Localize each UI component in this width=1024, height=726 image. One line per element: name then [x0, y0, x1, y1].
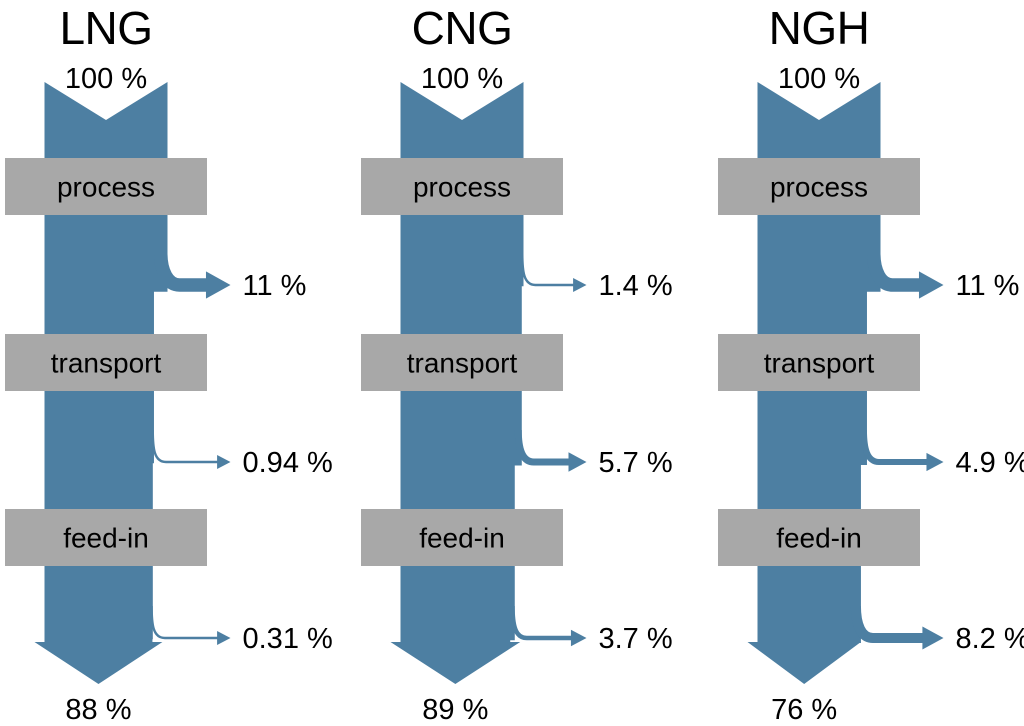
- loss-branch-ngh-process: 11 %: [866, 252, 1020, 302]
- loss-arrow-head-icon: [568, 452, 587, 472]
- stage-box-lng-feed-in: [5, 509, 207, 566]
- stage-label: feed-in: [776, 523, 862, 554]
- loss-branch-lng-process: 11 %: [153, 252, 307, 302]
- column-title: LNG: [59, 2, 152, 54]
- loss-arrow-shaft: [514, 429, 570, 466]
- loss-arrow-shaft: [151, 429, 219, 464]
- loss-arrow-head-icon: [570, 629, 587, 647]
- loss-branch-lng-feed-in: 0.31 %: [150, 605, 333, 655]
- loss-percent-label: 3.7 %: [599, 623, 673, 655]
- stage-label: transport: [764, 348, 875, 379]
- stage-label: process: [770, 172, 868, 203]
- loss-branch-cng-transport: 5.7 %: [514, 429, 673, 479]
- stage-box-ngh-transport: [718, 334, 920, 391]
- loss-arrow-shaft: [150, 605, 219, 640]
- loss-branch-cng-feed-in: 3.7 %: [510, 605, 673, 655]
- output-percent-label: 76 %: [771, 694, 837, 726]
- loss-arrow-shaft: [510, 605, 572, 641]
- loss-percent-label: 5.7 %: [599, 447, 673, 479]
- stage-label: transport: [407, 348, 518, 379]
- stage-label: process: [57, 172, 155, 203]
- loss-percent-label: 1.4 %: [599, 270, 673, 302]
- loss-arrow-head-icon: [922, 626, 944, 650]
- stage-label: feed-in: [419, 523, 505, 554]
- loss-arrow-head-icon: [918, 271, 944, 299]
- input-percent-label: 100 %: [65, 63, 147, 95]
- stage-box-cng-process: [361, 158, 563, 215]
- loss-arrow-head-icon: [217, 631, 231, 645]
- stage-label: feed-in: [63, 523, 149, 554]
- panel-lng: 11 % 0.94 % 0.31 % process transport feed-in L…: [5, 2, 333, 726]
- stage-box-ngh-feed-in: [718, 509, 920, 566]
- stage-box-lng-transport: [5, 334, 207, 391]
- column-title: CNG: [412, 2, 513, 54]
- stage-label: process: [413, 172, 511, 203]
- loss-branch-cng-process: 1.4 %: [521, 252, 673, 302]
- panel-cng: 1.4 % 5.7 % 3.7 % process transport feed-in CN…: [361, 2, 673, 726]
- loss-arrow-head-icon: [573, 278, 587, 292]
- loss-branch-ngh-transport: 4.9 %: [860, 429, 1024, 479]
- loss-arrow-shaft: [860, 429, 928, 466]
- loss-percent-label: 8.2 %: [956, 623, 1024, 655]
- loss-arrow-shaft: [850, 605, 924, 644]
- stage-box-cng-transport: [361, 334, 563, 391]
- input-percent-label: 100 %: [421, 63, 503, 95]
- loss-arrow-shaft: [521, 252, 575, 287]
- output-percent-label: 89 %: [422, 694, 488, 726]
- loss-arrow-head-icon: [926, 452, 944, 472]
- loss-percent-label: 0.31 %: [243, 623, 333, 655]
- loss-branch-lng-transport: 0.94 %: [151, 429, 333, 479]
- loss-percent-label: 11 %: [956, 270, 1020, 302]
- loss-percent-label: 4.9 %: [956, 447, 1024, 479]
- loss-percent-label: 0.94 %: [243, 447, 333, 479]
- loss-arrow-shaft: [153, 252, 207, 292]
- stage-box-lng-process: [5, 158, 207, 215]
- input-percent-label: 100 %: [778, 63, 860, 95]
- output-percent-label: 88 %: [65, 694, 131, 726]
- loss-arrow-head-icon: [217, 455, 231, 469]
- stage-box-ngh-process: [718, 158, 920, 215]
- loss-arrow-head-icon: [205, 271, 231, 299]
- panel-ngh: 11 % 4.9 % 8.2 % process transport feed-in NGH…: [718, 2, 1024, 726]
- loss-branch-ngh-feed-in: 8.2 %: [850, 605, 1024, 655]
- loss-percent-label: 11 %: [243, 270, 307, 302]
- stage-box-cng-feed-in: [361, 509, 563, 566]
- column-title: NGH: [769, 2, 870, 54]
- stage-label: transport: [51, 348, 162, 379]
- loss-arrow-shaft: [866, 252, 920, 292]
